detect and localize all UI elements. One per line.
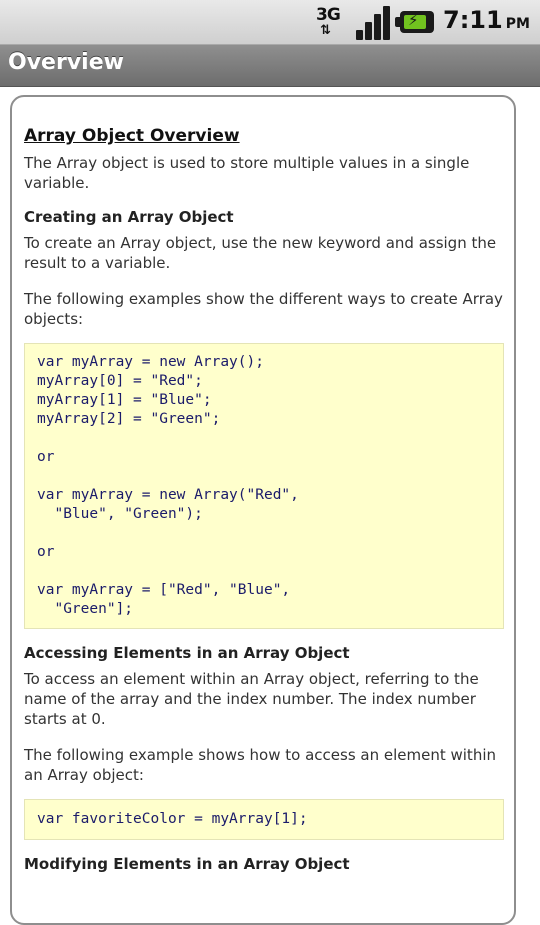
content-body[interactable]: Array Object Overview The Array object i… [24, 125, 504, 880]
section-heading-overview: Array Object Overview [24, 126, 240, 146]
section-heading-accessing: Accessing Elements in an Array Object [24, 644, 350, 662]
intro-paragraph: The Array object is used to store multip… [24, 154, 470, 192]
page-title: Overview [8, 50, 124, 75]
battery-charging-icon: ⚡ [395, 11, 434, 33]
network-3g-icon: 3G ⇅ [316, 5, 341, 38]
accessing-paragraph-1: To access an element within an Array obj… [24, 670, 479, 728]
section-heading-creating: Creating an Array Object [24, 208, 234, 226]
creating-paragraph-1: To create an Array object, use the new k… [24, 234, 497, 272]
creating-paragraph-2: The following examples show the differen… [24, 290, 503, 328]
signal-strength-icon [356, 4, 394, 40]
title-bar: Overview [0, 45, 540, 87]
section-heading-modifying: Modifying Elements in an Array Object [24, 855, 350, 873]
code-block-accessing: var favoriteColor = myArray[1]; [24, 799, 504, 840]
code-block-creating: var myArray = new Array(); myArray[0] = … [24, 343, 504, 629]
accessing-paragraph-2: The following example shows how to acces… [24, 746, 496, 784]
